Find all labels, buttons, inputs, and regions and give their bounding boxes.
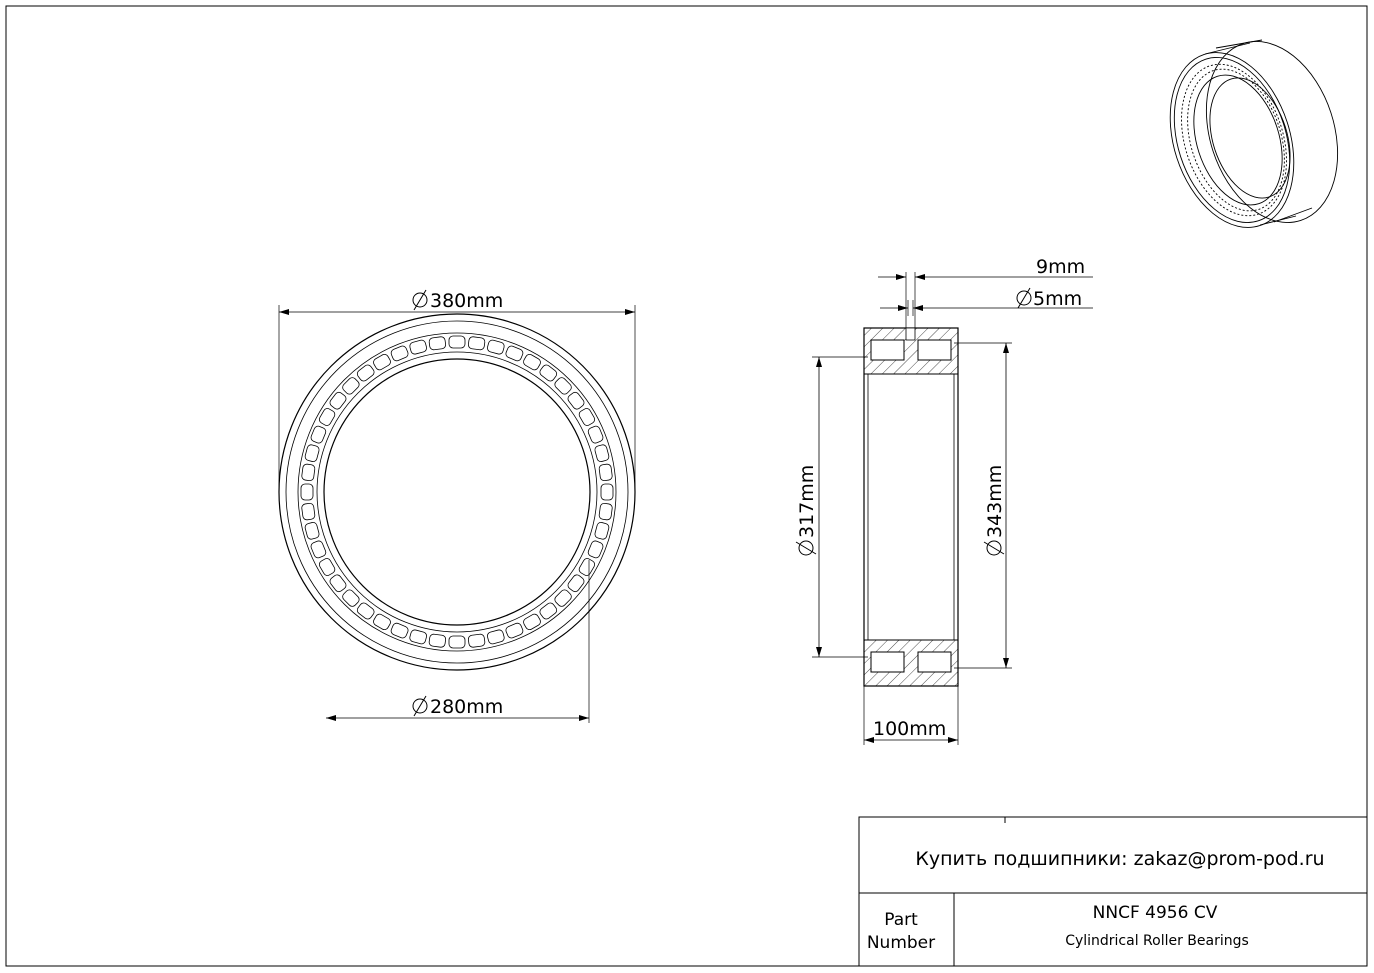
isometric-view xyxy=(1169,39,1339,228)
roller-bottom-right xyxy=(917,651,952,673)
title-block: Купить подшипники: zakaz@prom-pod.ru Par… xyxy=(858,816,1368,967)
dim-343: 343mm xyxy=(954,342,1012,669)
part-description: Cylindrical Roller Bearings xyxy=(1065,933,1249,949)
roller xyxy=(373,353,391,371)
inner-ring-bore xyxy=(323,358,591,626)
roller xyxy=(567,391,585,410)
roller xyxy=(523,353,541,371)
roller xyxy=(304,444,320,462)
groove-width-label: 9mm xyxy=(1036,256,1085,278)
number-label: Number xyxy=(867,933,935,953)
diameter-symbol-icon xyxy=(1016,287,1032,309)
roller xyxy=(578,408,596,426)
roller xyxy=(567,574,585,593)
shop-contact-line: Купить подшипники: zakaz@prom-pod.ru xyxy=(915,848,1324,870)
roller xyxy=(342,377,360,395)
roller xyxy=(310,425,327,444)
roller xyxy=(329,391,347,410)
dim-groove-width: 9mm xyxy=(878,256,1093,328)
diameter-symbol-icon xyxy=(412,695,428,717)
roller xyxy=(428,633,447,648)
inner-diameter-label: 280mm xyxy=(430,696,503,718)
roller xyxy=(467,336,486,351)
front-view xyxy=(278,313,636,671)
part-label: Part xyxy=(884,910,918,930)
roller xyxy=(318,558,336,576)
section-outline xyxy=(863,327,959,687)
roller xyxy=(390,345,409,362)
roller xyxy=(598,463,613,482)
width-label: 100mm xyxy=(873,718,946,740)
diameter-symbol-icon xyxy=(412,289,428,311)
outer-ring-chamfer xyxy=(285,320,629,664)
roller xyxy=(301,463,316,482)
roller xyxy=(329,574,347,593)
part-number: NNCF 4956 CV xyxy=(1093,903,1218,923)
diameter-343-label: 343mm xyxy=(984,465,1006,538)
outer-ring-bore xyxy=(297,332,617,652)
roller xyxy=(594,444,610,462)
roller xyxy=(487,629,505,645)
roller xyxy=(304,522,320,540)
dim-width: 100mm xyxy=(863,686,959,745)
roller xyxy=(505,622,524,639)
roller xyxy=(310,540,327,559)
roller xyxy=(539,364,558,382)
diameter-317-label: 317mm xyxy=(796,465,818,538)
roller xyxy=(598,502,613,521)
dim-inner-diameter: 280mm xyxy=(326,560,590,723)
roller-top-left xyxy=(870,339,905,361)
inner-ring-outer xyxy=(316,351,598,633)
roller xyxy=(594,522,610,540)
outer-ring-edge xyxy=(278,313,636,671)
diameter-symbol-icon xyxy=(983,540,1005,556)
roller xyxy=(505,345,524,362)
roller xyxy=(587,540,604,559)
dim-317: 317mm xyxy=(795,356,868,658)
sheet-border xyxy=(5,5,1368,967)
roller xyxy=(373,613,391,631)
roller xyxy=(578,558,596,576)
roller xyxy=(587,425,604,444)
roller xyxy=(539,602,558,620)
roller-bottom-left xyxy=(870,651,905,673)
roller xyxy=(487,339,505,355)
roller xyxy=(318,408,336,426)
roller-set xyxy=(300,335,614,649)
roller xyxy=(390,622,409,639)
roller-top-right xyxy=(917,339,952,361)
roller xyxy=(554,377,572,395)
outer-diameter-label: 380mm xyxy=(430,290,503,312)
roller xyxy=(600,483,614,501)
roller xyxy=(301,502,316,521)
roller xyxy=(409,629,427,645)
groove-top xyxy=(905,327,916,341)
roller xyxy=(467,633,486,648)
roller xyxy=(554,589,572,607)
dim-outer-diameter: 380mm xyxy=(278,289,636,492)
dim-hole-diameter: 5mm xyxy=(880,287,1093,316)
roller xyxy=(300,483,314,501)
roller xyxy=(448,635,466,649)
hole-diameter-label: 5mm xyxy=(1033,288,1082,310)
roller xyxy=(409,339,427,355)
roller xyxy=(448,335,466,349)
roller xyxy=(356,364,375,382)
roller xyxy=(342,589,360,607)
roller xyxy=(356,602,375,620)
diameter-symbol-icon xyxy=(795,540,817,556)
roller xyxy=(523,613,541,631)
roller xyxy=(428,336,447,351)
section-view xyxy=(863,327,959,687)
